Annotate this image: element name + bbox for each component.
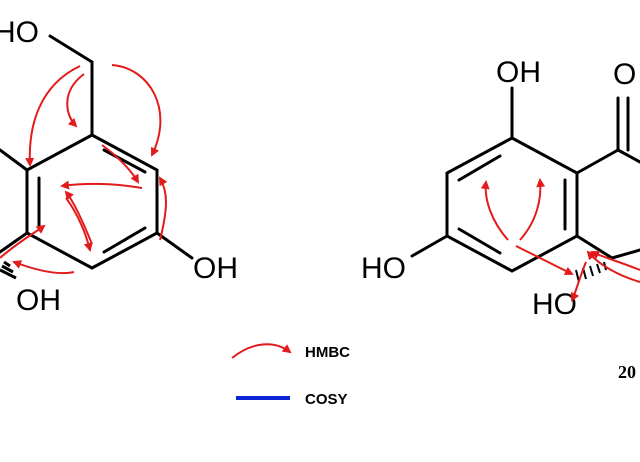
- hmbc-legend-swatch: [231, 343, 292, 359]
- benzene-ring: [445, 136, 579, 273]
- substituent-bond: [616, 148, 640, 164]
- hmbc-arrow: [159, 176, 168, 241]
- aromatic-double-bond: [457, 227, 502, 255]
- hmbc-arrow: [65, 197, 93, 252]
- hmbc-arrow: [12, 260, 75, 274]
- aromatic-double-bond: [102, 226, 147, 254]
- benzene-ring: [25, 133, 159, 270]
- substituent-bond: [575, 234, 614, 260]
- aromatic-double-bond: [457, 154, 502, 182]
- right-molecule: OH HO HO O 20: [361, 56, 640, 382]
- hmbc-correlations-left: [0, 64, 168, 274]
- cosy-legend-label: COSY: [305, 391, 348, 408]
- oh-bond: [155, 231, 194, 260]
- carbonyl-o-label: O: [613, 58, 636, 91]
- oh-bond: [410, 234, 449, 258]
- carbonyl-bond: [575, 148, 620, 175]
- oh-label: OH: [496, 56, 541, 89]
- substituent-bond: [610, 248, 640, 260]
- hmbc-arrow: [66, 73, 85, 128]
- hmbc-arrow: [101, 144, 140, 184]
- hashed-wedge: [0, 260, 17, 280]
- substituent-bond: [0, 231, 29, 254]
- left-molecule: HO OH OH: [0, 16, 238, 317]
- ho-label: HO: [0, 16, 39, 49]
- ho-label: HO: [532, 288, 577, 321]
- hmbc-arrow: [111, 64, 162, 157]
- aromatic-double-bond: [102, 148, 147, 174]
- oh-label: OH: [193, 252, 238, 285]
- hmbc-arrow: [519, 178, 546, 241]
- legend: HMBC COSY: [231, 343, 350, 408]
- hmbc-legend-label: HMBC: [305, 344, 350, 361]
- substituent-bond: [0, 148, 29, 172]
- hmbc-arrow: [60, 180, 143, 190]
- hmbc-arrow: [0, 224, 46, 259]
- hmbc-arrow: [571, 261, 587, 302]
- ho-label: HO: [361, 252, 406, 285]
- hmbc-arrow: [25, 65, 81, 167]
- hmbc-arrow: [590, 251, 640, 271]
- hmbc-arrow: [64, 190, 93, 245]
- hmbc-arrow: [480, 180, 509, 241]
- hmbc-correlations-right: [480, 178, 640, 302]
- oh-label: OH: [16, 284, 61, 317]
- ch2-oh-bond: [48, 34, 94, 64]
- compound-number: 20: [618, 362, 636, 382]
- hmbc-arrow: [515, 245, 574, 275]
